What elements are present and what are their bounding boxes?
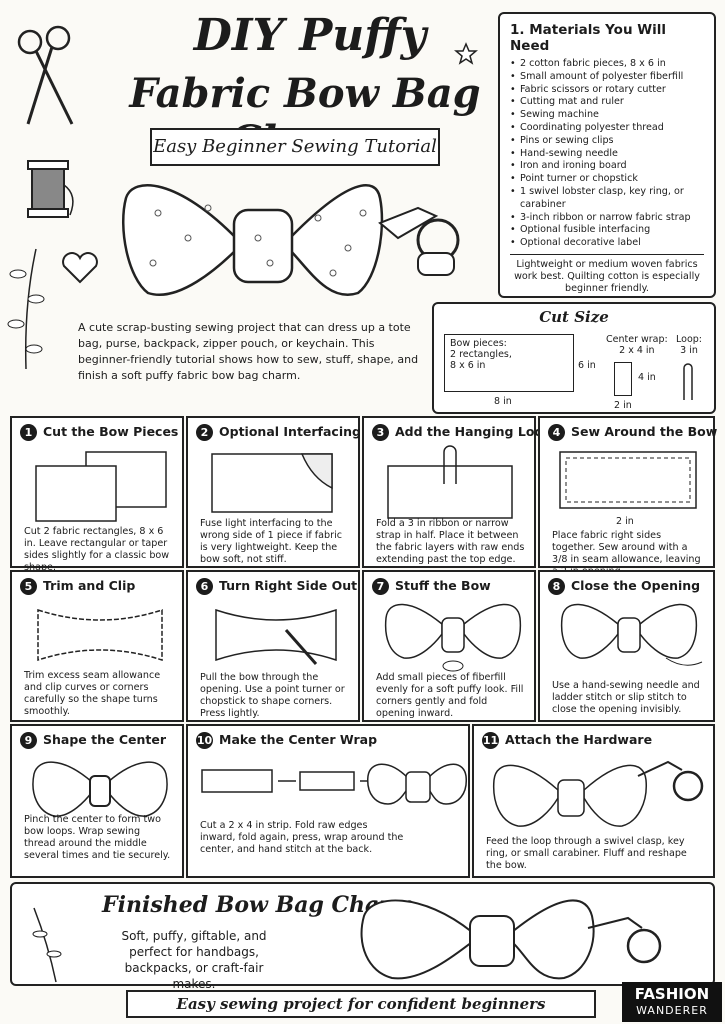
materials-item: 3-inch ribbon or narrow fabric strap <box>510 212 704 225</box>
title-line-1: DIY Puffy <box>193 10 427 61</box>
materials-item: Fabric scissors or rotary cutter <box>510 84 704 97</box>
turn-out-icon <box>215 608 337 665</box>
materials-item: 1 swivel lobster clasp, key ring, or car… <box>510 186 704 212</box>
materials-item: Optional decorative label <box>510 237 704 250</box>
materials-item: Point turner or chopstick <box>510 173 704 186</box>
heart-icon <box>62 252 98 284</box>
wrap-label: Center wrap: 2 x 4 in <box>606 334 668 356</box>
materials-note: Lightweight or medium woven fabrics work… <box>510 253 704 295</box>
materials-item: 2 cotton fabric pieces, 8 x 6 in <box>510 58 704 71</box>
brand-line-2: WANDERER <box>636 1004 708 1017</box>
materials-item: Sewing machine <box>510 109 704 122</box>
center-wrap-icon <box>201 763 467 805</box>
trim-clip-icon <box>37 608 163 662</box>
shape-center-icon <box>32 761 168 817</box>
subtitle-banner: Easy Beginner Sewing Tutorial <box>134 128 456 166</box>
wrap-rect <box>614 362 632 396</box>
cut-size-heading: Cut Size <box>539 308 609 326</box>
fabric-rectangles-icon <box>35 451 167 522</box>
stuff-bow-icon <box>384 603 522 672</box>
loop-icon <box>683 363 693 400</box>
leaf-branch-icon <box>7 248 45 370</box>
step-11-desc: Feed the loop through a swivel clasp, ke… <box>486 836 687 871</box>
finished-bow-illustration <box>360 899 662 980</box>
bow-piece-rect <box>444 334 574 392</box>
step-6-desc: Pull the bow through the opening. Use a … <box>200 672 345 719</box>
brand-line-1: FASHION <box>634 985 710 1003</box>
sew-around-icon <box>559 451 697 509</box>
step-10-desc: Cut a 2 x 4 in strip. Fold raw edges inw… <box>200 820 404 855</box>
loop-label: Loop: 3 in <box>676 334 702 356</box>
materials-list: 2 cotton fabric pieces, 8 x 6 in Small a… <box>510 58 704 250</box>
materials-item: Cutting mat and ruler <box>510 96 704 109</box>
step-3-desc: Fold a 3 in ribbon or narrow strap in ha… <box>376 518 525 565</box>
leaf-branch-icon <box>32 907 62 983</box>
footer-banner: Easy sewing project for confident beginn… <box>126 990 596 1018</box>
hanging-loop-icon <box>387 445 513 519</box>
step-9-desc: Pinch the center to form two bow loops. … <box>24 814 171 861</box>
wrap-height-label: 4 in <box>638 372 656 383</box>
materials-item: Coordinating polyester thread <box>510 122 704 135</box>
bow-height-label: 6 in <box>578 360 596 371</box>
bow-width-label: 8 in <box>494 396 512 407</box>
star-icon <box>454 42 478 65</box>
step-2-desc: Fuse light interfacing to the wrong side… <box>200 518 343 565</box>
scissors-icon <box>17 25 74 125</box>
materials-heading: 1. Materials You Will Need <box>510 22 667 54</box>
step-1-desc: Cut 2 fabric rectangles, 8 x 6 in. Leave… <box>24 526 170 573</box>
step-7-desc: Add small pieces of fiberfill evenly for… <box>376 672 524 719</box>
thread-spool-icon <box>27 160 74 218</box>
finished-desc: Soft, puffy, giftable, and perfect for h… <box>121 929 267 991</box>
attach-hardware-icon <box>492 760 704 827</box>
step-5-desc: Trim excess seam allowance and clip curv… <box>24 670 161 717</box>
hero-bow-illustration <box>122 184 460 296</box>
materials-item: Pins or sewing clips <box>510 135 704 148</box>
cut-size-panel: Cut Size Bow pieces: 2 rectangles, 8 x 6… <box>432 302 716 414</box>
materials-item: Hand-sewing needle <box>510 148 704 161</box>
brand-logo: FASHION WANDERER <box>622 982 722 1022</box>
finished-panel: Finished Bow Bag Charm Soft, puffy, gift… <box>10 882 715 991</box>
opening-label: 2 in <box>616 516 634 527</box>
bow-piece-label: Bow pieces: 2 rectangles, 8 x 6 in <box>450 338 512 371</box>
materials-item: Iron and ironing board <box>510 160 704 173</box>
wrap-width-label: 2 in <box>614 400 632 411</box>
materials-panel: 1. Materials You Will Need 2 cotton fabr… <box>498 12 716 298</box>
intro-text: A cute scrap-busting sewing project that… <box>78 321 419 382</box>
finished-heading: Finished Bow Bag Charm <box>102 892 415 918</box>
close-opening-icon <box>560 603 703 666</box>
materials-item: Small amount of polyester fiberfill <box>510 71 704 84</box>
interfacing-icon <box>211 453 333 513</box>
materials-item: Optional fusible interfacing <box>510 224 704 237</box>
step-8-desc: Use a hand-sewing needle and ladder stit… <box>552 680 700 715</box>
